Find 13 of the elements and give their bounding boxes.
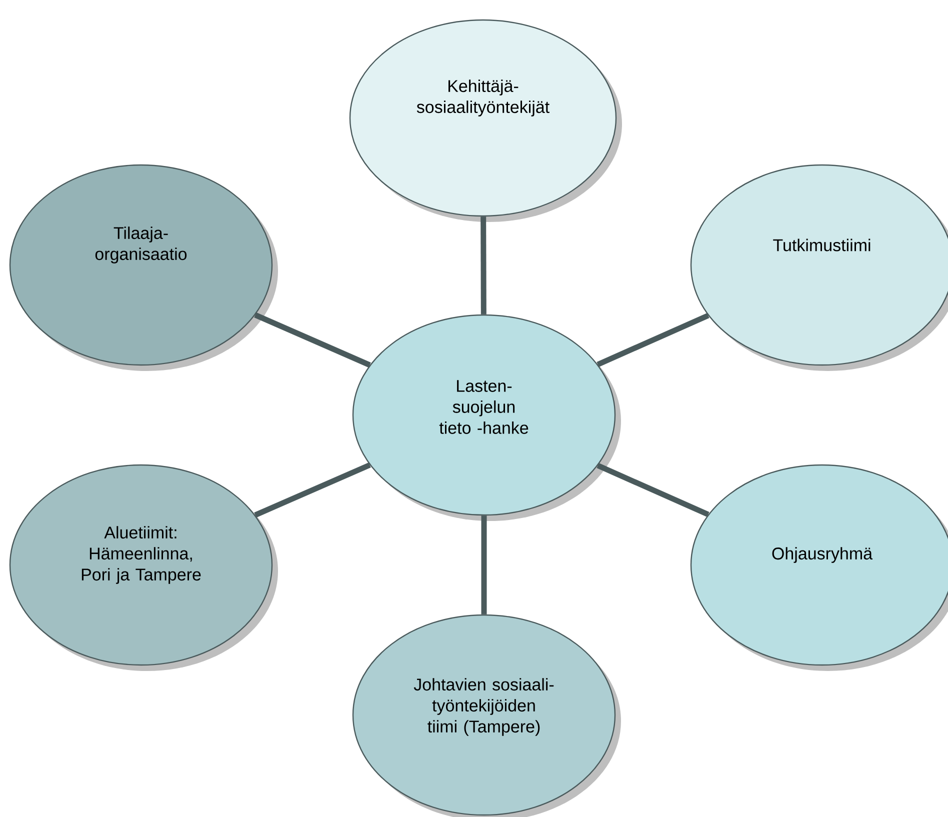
ellipse-node: Aluetiimit: Hämeenlinna, Pori ja Tampere: [9, 464, 278, 671]
connector-line: [254, 312, 371, 368]
connector-line: [596, 313, 710, 368]
ellipse-node: Tutkimustiimi: [690, 164, 948, 371]
connector-line: [254, 462, 371, 518]
ellipse-node: Lasten- suojelun tieto -hanke: [352, 314, 621, 521]
connector-line: [481, 516, 487, 614]
ellipse-node: Kehittäjä- sosiaalityöntekijät: [349, 19, 622, 222]
ellipse-node: Tilaaja- organisaatio: [9, 164, 278, 371]
connector-line: [480, 216, 486, 314]
connector-line: [596, 463, 710, 518]
ellipse-node: Johtavien sosiaali- työntekijöiden tiimi (Tampere): [352, 614, 621, 817]
ellipse-node: Ohjausryhmä: [690, 464, 948, 671]
